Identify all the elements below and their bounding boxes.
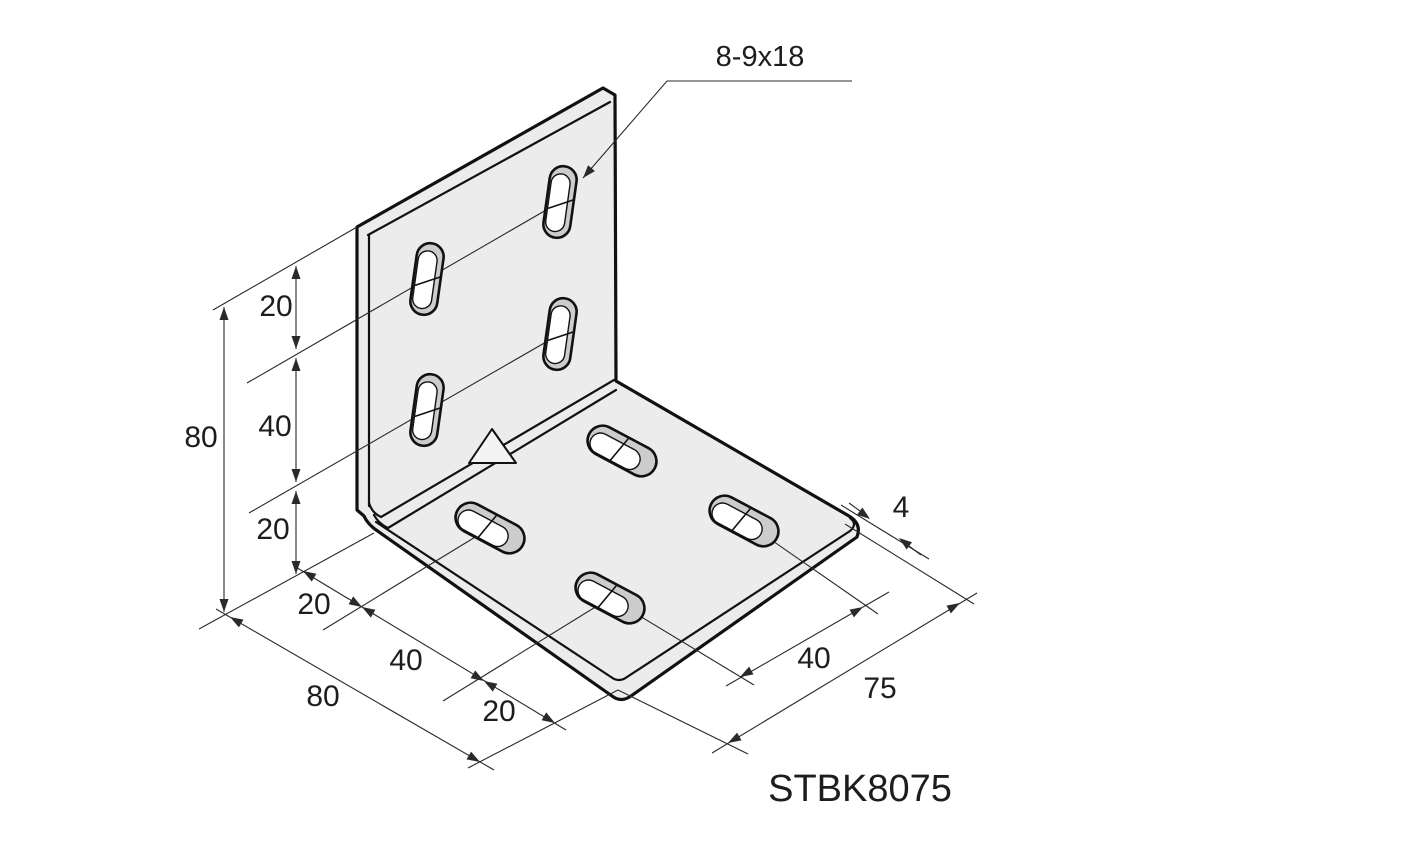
ext-upper-slot-row [246,201,561,384]
dim-tail-thickness-lower [908,545,922,556]
slot-callout-label: 8-9x18 [716,41,805,73]
dim-tail-thickness-upper [848,502,861,512]
base-plate-top-surface-edge [374,516,856,682]
dim-thickness-label: 4 [893,491,910,524]
dim-depth-spacing-label: 40 [797,642,830,675]
vertical-plate-slots [409,164,578,448]
orientation-triangle-mark [468,428,517,464]
part-number-label: STBK8075 [768,768,952,810]
dim-line-width-chain [293,565,567,731]
bend-line-lower [372,388,618,530]
slot-base-near [574,571,646,625]
dim-height-top-label: 20 [259,290,292,323]
ext-top-edge [212,226,358,311]
dimension-labels: 8-9x18 80 20 40 20 20 40 80 20 4 40 75 S… [184,41,952,810]
slot-vertical-mid-left [409,241,445,317]
ext-lower-slot-row [248,333,561,514]
ext-near-corner-left [467,689,619,769]
bend-line-upper [367,378,616,519]
bracket-body [355,86,860,702]
dim-width-offset2-label: 20 [482,695,515,728]
dim-width-offset1-label: 20 [297,588,330,621]
slot-vertical-bottom-left [409,372,445,448]
ext-base-left-slot [322,527,491,631]
dim-width-total-label: 80 [306,680,339,713]
dim-line-depth-total [711,592,978,754]
dim-line-width-total [215,608,495,771]
slot-base-far [586,424,658,478]
dim-height-mid-label: 40 [258,410,291,443]
vertical-plate-front-top-edge [366,100,612,237]
dimension-arrowheads [219,165,960,762]
ext-base-near-slot-left [442,597,611,702]
callout-leader-line [582,80,852,179]
ext-near-corner-right [617,689,749,755]
slot-vertical-top-right [542,164,578,240]
ext-bottom-left-corner [198,532,375,630]
dim-height-total-label: 80 [184,421,217,454]
slot-base-left [454,501,526,555]
dim-depth-total-label: 75 [863,672,896,705]
slot-vertical-low-right [542,296,578,372]
ext-right-corner-bottom [844,523,975,605]
slot-base-right [708,494,780,548]
dim-width-spacing-label: 40 [389,644,422,677]
dim-height-bottom-label: 20 [256,513,289,546]
base-plate-slots [454,424,780,625]
